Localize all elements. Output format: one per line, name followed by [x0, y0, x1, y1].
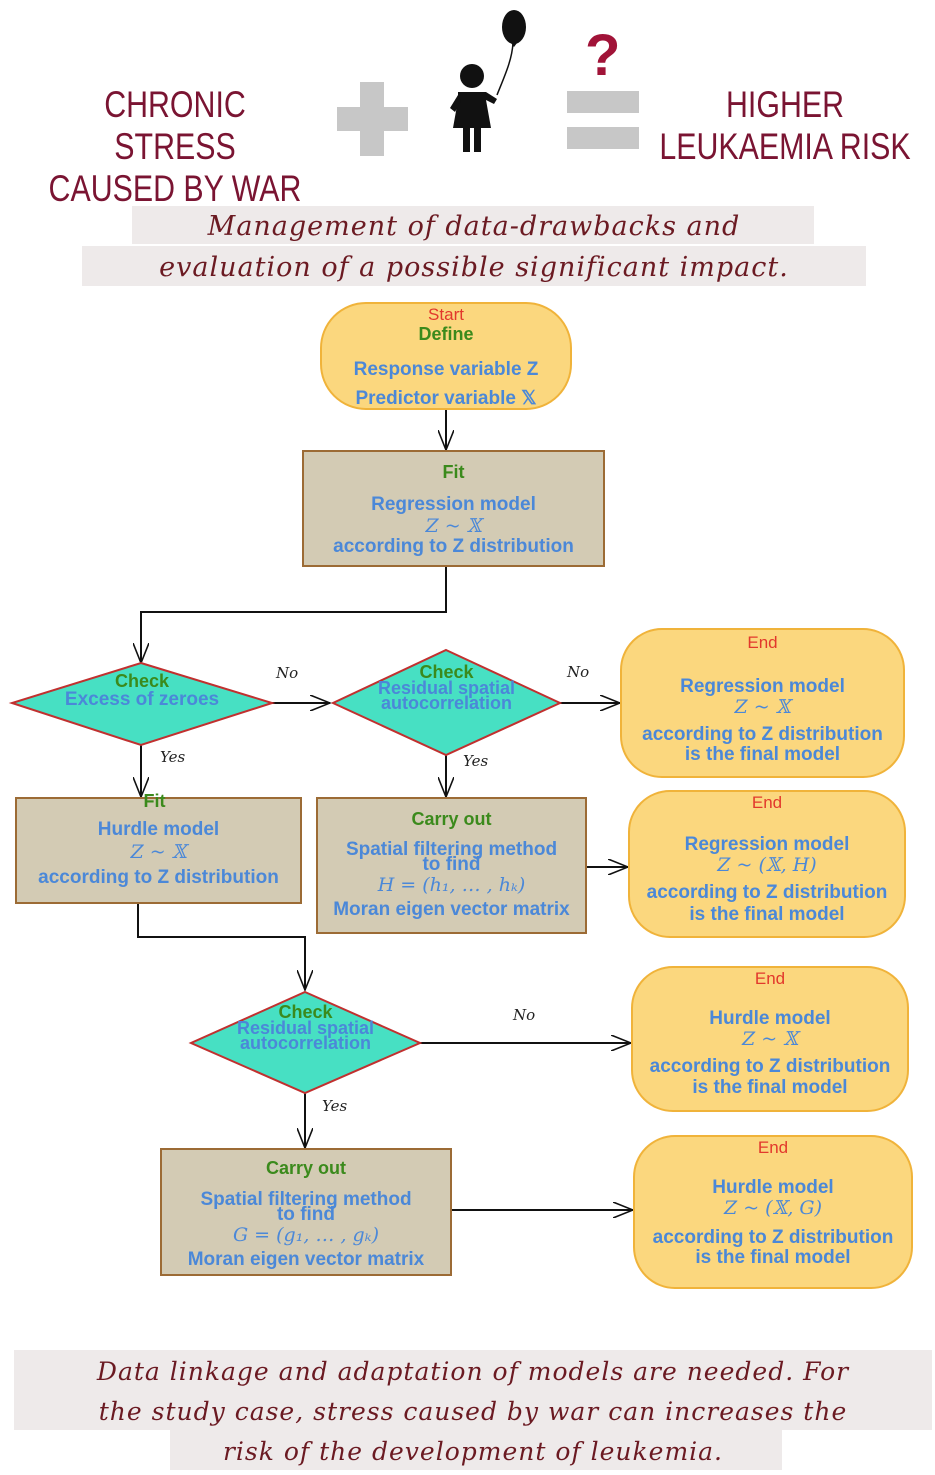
start-node: Start Define Response variable Z Predict… [320, 302, 572, 410]
carry-out-g-node: Carry out Spatial filtering method to fi… [160, 1148, 452, 1276]
header-left-text: CHRONIC STRESS CAUSED BY WAR [40, 84, 311, 210]
check1-line1: Excess of zeroes [64, 689, 220, 710]
decision-diamond-residual-1 [330, 648, 563, 757]
edge-label-yes-3: Yes [322, 1097, 348, 1115]
edge-label-no-2: No [567, 663, 590, 681]
check3-line2: autocorrelation [239, 1033, 372, 1053]
end4-line4: is the final model [695, 1247, 851, 1268]
start-line1: Response variable Z [353, 359, 539, 380]
carry1-head: Carry out [411, 809, 492, 829]
end2-tag: End [751, 793, 783, 812]
end1-line3: according to Z distribution [642, 724, 883, 745]
end-hurdle-node: End Hurdle model Z ~ 𝕏 according to Z di… [631, 966, 909, 1112]
footer-band-3 [170, 1430, 782, 1470]
carry2-line3: G = (g₁, … , gₖ) [232, 1224, 380, 1246]
edge-label-no-1: No [276, 664, 299, 682]
decision-diamond-excess-zeroes [8, 661, 276, 747]
check2-head: Check [419, 662, 474, 682]
carry1-line1: Spatial filtering method [345, 839, 558, 860]
header-right-text: HIGHER LEUKAEMIA RISK [650, 84, 921, 168]
carry-out-h-node: Carry out Spatial filtering method to fi… [316, 797, 587, 934]
fit-hurdle-node: Fit Hurdle model Z ~ 𝕏 according to Z di… [15, 791, 302, 904]
fit2-line2: Z ~ 𝕏 [130, 841, 187, 863]
start-tag: Start [428, 305, 464, 324]
child-with-balloon-icon [450, 10, 526, 152]
header-left-line1: CHRONIC STRESS [104, 84, 246, 167]
edge-label-no-3: No [513, 1006, 536, 1024]
carry1-line2: to find [422, 854, 481, 875]
fit2-line1: Hurdle model [97, 819, 220, 840]
check2-line1: Residual spatial [377, 678, 516, 698]
subtitle-band-1 [132, 206, 814, 244]
end4-line3: according to Z distribution [652, 1227, 894, 1248]
fit2-line3: according to Z distribution [38, 867, 279, 888]
end3-line2: Z ~ 𝕏 [742, 1028, 798, 1050]
fit1-head: Fit [442, 462, 465, 482]
carry2-line1: Spatial filtering method [200, 1189, 412, 1210]
equals-icon [567, 91, 639, 113]
equals-icon-bar [567, 127, 639, 149]
fit2-head: Fit [143, 791, 166, 811]
end3-line4: is the final model [692, 1077, 848, 1098]
footer-line3: risk of the development of leukemia. [222, 1437, 723, 1466]
fit1-line3: according to Z distribution [333, 536, 574, 557]
fit-regression-node: Fit Regression model Z ~ 𝕏 according to … [302, 450, 605, 567]
check3-line1: Residual spatial [236, 1018, 375, 1038]
end1-tag: End [747, 633, 778, 652]
carry2-line2: to find [276, 1204, 336, 1225]
header-right-line2: LEUKAEMIA RISK [659, 126, 911, 167]
end3-tag: End [754, 969, 786, 988]
end2-line3: according to Z distribution [646, 882, 888, 903]
carry2-line4: Moran eigen vector matrix [187, 1249, 425, 1270]
start-line2: Predictor variable 𝕏 [355, 388, 537, 409]
subtitle-band-2 [82, 246, 866, 286]
end4-line2: Z ~ (𝕏, G) [723, 1197, 823, 1219]
carry1-line3: H = (h₁, … , hₖ) [377, 874, 526, 896]
end4-line1: Hurdle model [712, 1177, 834, 1198]
header-left-line2: CAUSED BY WAR [48, 168, 302, 209]
end1-line1: Regression model [680, 676, 845, 697]
check2-line2: autocorrelation [380, 693, 513, 713]
edge-label-yes-2: Yes [463, 752, 489, 770]
fit1-line1: Regression model [371, 494, 536, 515]
fit1-line2: Z ~ 𝕏 [425, 515, 482, 537]
check3-text: Check Residual spatial autocorrelation [191, 1002, 420, 1053]
end2-line2: Z ~ (𝕏, H) [717, 854, 817, 876]
end-hurdle-g-node: End Hurdle model Z ~ (𝕏, G) according to… [633, 1135, 913, 1289]
decision-diamond-residual-2 [188, 990, 423, 1095]
end-regression-h-node: End Regression model Z ~ (𝕏, H) accordin… [628, 790, 906, 938]
check1-head: Check [114, 671, 170, 691]
plus-icon-bar [337, 107, 408, 131]
check3-head: Check [278, 1002, 333, 1022]
end3-line1: Hurdle model [709, 1008, 831, 1029]
end2-line1: Regression model [684, 834, 850, 855]
subtitle-line2: evaluation of a possible significant imp… [159, 252, 789, 283]
footer-band [14, 1350, 932, 1430]
start-head: Define [418, 324, 474, 344]
edge-label-yes-1: Yes [160, 748, 186, 766]
header-right-line1: HIGHER [725, 84, 845, 125]
check1-text: Check Excess of zeroes [12, 672, 272, 710]
end-regression-node: End Regression model Z ~ 𝕏 according to … [620, 628, 905, 778]
end2-line4: is the final model [689, 904, 845, 925]
end3-line3: according to Z distribution [649, 1056, 891, 1077]
footer-line1: Data linkage and adaptation of models ar… [96, 1357, 850, 1386]
end1-line2: Z ~ 𝕏 [734, 696, 791, 718]
carry2-head: Carry out [265, 1158, 346, 1178]
check2-text: Check Residual spatial autocorrelation [333, 662, 560, 713]
footer-line2: the study case, stress caused by war can… [98, 1397, 848, 1426]
question-mark: ? [585, 23, 621, 88]
end4-tag: End [757, 1138, 789, 1157]
carry1-line4: Moran eigen vector matrix [333, 899, 570, 920]
end1-line4: is the final model [684, 744, 841, 765]
subtitle-line1: Management of data-drawbacks and [207, 211, 741, 242]
